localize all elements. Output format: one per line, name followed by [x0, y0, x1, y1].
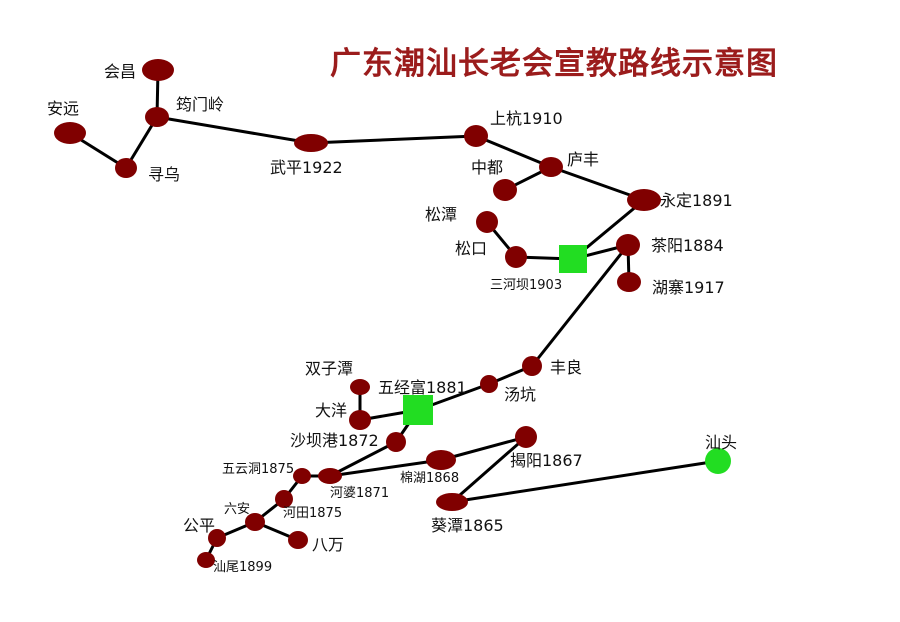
route-line-junmenling-wuping	[156, 115, 312, 145]
node-songkou	[505, 246, 527, 268]
label-chayang: 茶阳1884	[651, 236, 724, 255]
label-lufeng: 庐丰	[567, 150, 599, 169]
label-bawan: 八万	[312, 535, 344, 554]
route-line-shabagang-hepo	[329, 440, 397, 478]
node-tangkeng	[480, 375, 498, 393]
label-huzhai: 湖寨1917	[652, 278, 725, 297]
label-tangkeng: 汤坑	[504, 385, 536, 404]
node-wujingfu	[403, 395, 433, 425]
label-hepo: 河婆1871	[330, 486, 389, 501]
node-junmenling	[145, 107, 169, 127]
node-huzhai	[617, 272, 641, 292]
route-line-lufeng-yongding	[550, 165, 645, 202]
node-shanghang	[464, 125, 488, 147]
route-line-chayang-fengliang	[530, 244, 630, 367]
label-wuping: 武平1922	[270, 158, 343, 177]
label-huichang: 会昌	[104, 62, 136, 81]
label-dayang: 大洋	[315, 401, 347, 420]
label-zhongdu: 中都	[471, 158, 503, 177]
route-line-kuitan-shantou	[451, 459, 719, 504]
label-sanheba: 三河坝1903	[490, 278, 562, 293]
node-chayang	[616, 234, 640, 256]
node-gongping	[208, 529, 226, 547]
label-songkou: 松口	[455, 239, 487, 258]
label-gongping: 公平	[183, 516, 215, 535]
diagram-title: 广东潮汕长老会宣教路线示意图	[330, 46, 778, 82]
node-liuan	[245, 513, 265, 531]
label-jieyang: 揭阳1867	[510, 451, 583, 470]
node-huichang	[142, 59, 174, 81]
node-hepo	[318, 468, 342, 484]
node-wuping	[294, 134, 328, 152]
node-jieyang	[515, 426, 537, 448]
route-line-mianhu-jieyang	[440, 435, 527, 462]
node-dayang	[349, 410, 371, 430]
node-shabagang	[386, 432, 406, 452]
node-shanwei	[197, 552, 215, 568]
label-xunwu: 寻乌	[148, 165, 180, 184]
label-kuitan: 葵潭1865	[431, 516, 504, 535]
label-anyuan: 安远	[47, 99, 79, 118]
label-shuangzitan: 双子潭	[305, 359, 353, 378]
node-fengliang	[522, 356, 542, 376]
label-shantou: 汕头	[705, 433, 737, 452]
label-shanwei: 汕尾1899	[213, 560, 272, 575]
route-line-jieyang-kuitan	[451, 435, 527, 504]
node-wuyundong	[293, 468, 311, 484]
node-shantou	[705, 448, 731, 474]
label-hetian: 河田1875	[283, 506, 342, 521]
label-junmenling: 筠门岭	[176, 95, 224, 114]
node-songtan	[476, 211, 498, 233]
label-songtan: 松潭	[425, 205, 457, 224]
node-lufeng	[539, 157, 563, 177]
node-shuangzitan	[350, 379, 370, 395]
label-wuyundong: 五云洞1875	[222, 462, 294, 477]
label-shabagang: 沙坝港1872	[290, 431, 379, 450]
node-xunwu	[115, 158, 137, 178]
label-shanghang: 上杭1910	[490, 109, 563, 128]
node-kuitan	[436, 493, 468, 511]
label-wujingfu: 五经富1881	[378, 378, 467, 397]
node-mianhu	[426, 450, 456, 470]
label-mianhu: 棉湖1868	[400, 471, 459, 486]
node-anyuan	[54, 122, 86, 144]
label-yongding: 永定1891	[660, 191, 733, 210]
label-fengliang: 丰良	[550, 358, 582, 377]
node-yongding	[627, 189, 661, 211]
node-zhongdu	[493, 179, 517, 201]
node-bawan	[288, 531, 308, 549]
route-line-wuping-shanghang	[310, 134, 477, 145]
route-line-shanghang-lufeng	[475, 134, 552, 169]
route-line-hepo-mianhu	[329, 458, 442, 478]
node-hetian	[275, 490, 293, 508]
label-liuan: 六安	[224, 502, 250, 517]
node-sanheba	[559, 245, 587, 273]
